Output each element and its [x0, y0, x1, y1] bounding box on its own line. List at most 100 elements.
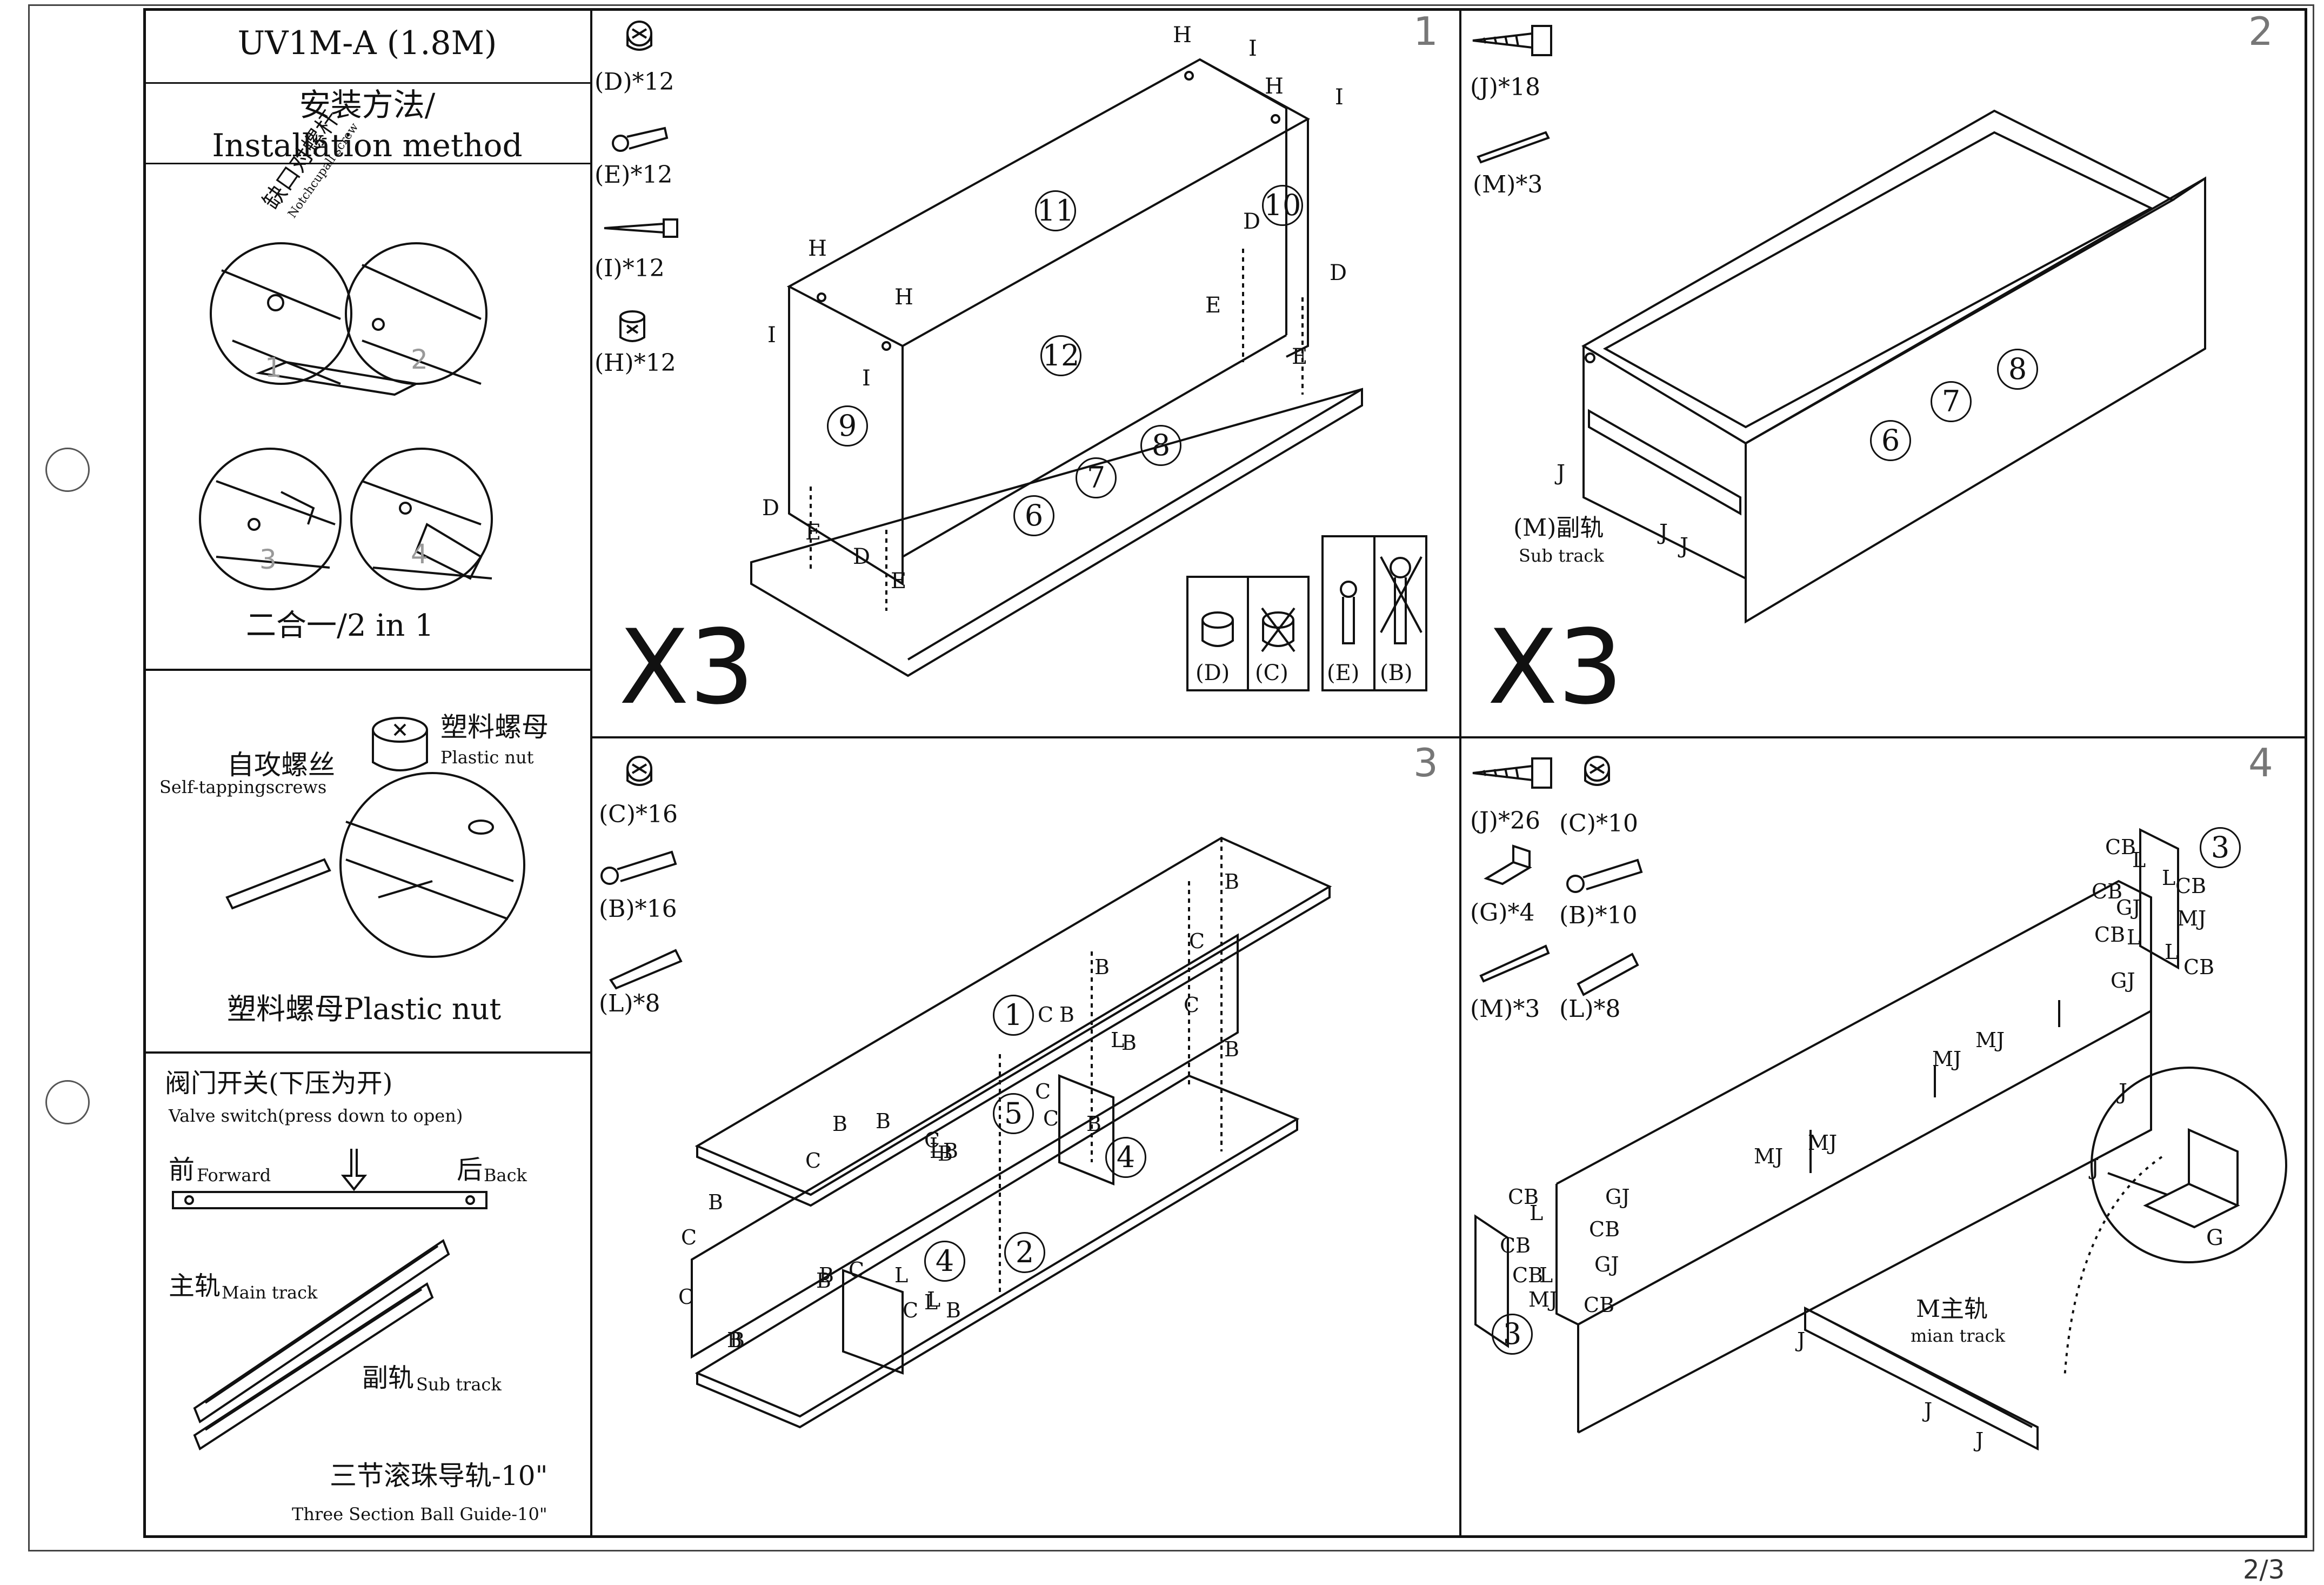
hole-letter: B [1224, 870, 1239, 894]
hole-letter: L [2162, 866, 2176, 890]
hole-letter: B [1121, 1031, 1137, 1055]
panel-number: 11 [1035, 190, 1076, 231]
back-label-en: Back [484, 1165, 527, 1186]
part-count: (C)*10 [1559, 810, 1638, 837]
part-count: (J)*26 [1470, 807, 1540, 835]
hole-letter: H [1173, 23, 1192, 48]
compare-label: (C) [1255, 661, 1288, 685]
hole-letter: E [891, 569, 907, 594]
part-rail-icon [1479, 944, 1550, 983]
nut-label-en: Plastic nut [440, 747, 534, 768]
part-count: (L)*8 [1559, 995, 1621, 1023]
hole-letter: L [1530, 1201, 1544, 1225]
part-cam-lock-icon [626, 756, 652, 786]
sheet-frame [143, 8, 2307, 1538]
hole-letter: D [762, 496, 780, 521]
hole-letter: B [819, 1263, 834, 1287]
hole-letter: B [832, 1112, 847, 1136]
hole-letter: CB [1508, 1185, 1539, 1209]
hole-letter: GJ [1605, 1185, 1630, 1209]
hole-letter: B [730, 1328, 745, 1352]
hole-letter: I [1335, 85, 1344, 110]
hole-letter: B [1086, 1112, 1101, 1136]
hole-letter: MJ [1975, 1028, 2005, 1052]
combo-step-4: 4 [411, 538, 428, 570]
step-number: 1 [1413, 9, 1438, 54]
valve-subtitle: Valve switch(press down to open) [169, 1105, 463, 1126]
part-count: (D)*12 [595, 68, 675, 96]
hole-letter: CB [2094, 923, 2125, 947]
hole-letter: MJ [1932, 1047, 1962, 1071]
hole-letter: J [1975, 1428, 1984, 1452]
hole-letter: H [1265, 74, 1284, 99]
divider [143, 669, 591, 671]
cabinet-assembly-diagram [1474, 828, 2287, 1451]
panel-number: 9 [827, 405, 868, 447]
combo-step-2: 2 [411, 344, 428, 375]
hole-letter: C [1035, 1080, 1051, 1103]
hole-letter: C [678, 1285, 694, 1309]
part-wood-dowel-icon [609, 949, 683, 990]
hole-letter: H [808, 236, 827, 261]
hole-letter: J [1680, 534, 1689, 558]
hole-letter: GJ [2111, 969, 2135, 993]
part-screw-icon [1472, 757, 1552, 789]
hole-letter: D [853, 544, 871, 569]
hole-letter: D [1330, 261, 1347, 285]
hole-letter: J [1659, 520, 1668, 545]
part-screw-icon [1472, 25, 1552, 56]
forward-label-cn: 前 [169, 1155, 195, 1185]
cabinet-exploded-diagram [750, 58, 1363, 677]
sub-track-label-en: Sub track [1519, 545, 1604, 566]
hole-letter: J [1557, 461, 1566, 485]
main-track-label-en: mian track [1911, 1326, 2005, 1346]
guide-label-en: Three Section Ball Guide-10" [292, 1504, 547, 1524]
quantity-multiplier: X3 [1487, 608, 1624, 727]
drawer-diagram [1581, 109, 2206, 624]
compare-cam-icon [1186, 576, 1310, 691]
part-wood-dowel-icon [1577, 953, 1639, 996]
compare-label: (E) [1327, 661, 1360, 685]
hole-letter: B [1224, 1037, 1239, 1061]
hole-letter: CB [1589, 1217, 1620, 1241]
punch-hole [45, 1080, 90, 1124]
hole-letter: B [938, 1142, 953, 1166]
hole-letter: C [1043, 1107, 1059, 1130]
hole-letter: C [849, 1258, 865, 1282]
hole-letter: J [2091, 1155, 2100, 1180]
hole-letter: CB [2175, 874, 2206, 898]
part-nut-icon [619, 310, 645, 342]
hole-letter: H [894, 285, 913, 310]
hole-letter: J [2119, 1080, 2128, 1104]
hole-letter: L [1539, 1263, 1553, 1287]
nut-illustration [225, 717, 525, 958]
nut-caption: 塑料螺母Plastic nut [227, 992, 502, 1026]
part-count: (B)*16 [599, 895, 677, 923]
part-count: (M)*3 [1470, 995, 1540, 1023]
panel-number: 7 [1931, 381, 1972, 422]
hole-letter: C [681, 1226, 697, 1249]
outer-frame [28, 4, 2314, 1551]
hole-letter: B [1094, 955, 1110, 979]
part-cam-lock-icon [1584, 756, 1610, 786]
combo-step-1: 1 [265, 352, 282, 383]
nut-label-cn: 塑料螺母 [440, 711, 549, 743]
panel-number: 3 [1492, 1314, 1533, 1355]
quantity-multiplier: X3 [619, 608, 755, 727]
part-count: (L)*8 [599, 990, 660, 1017]
part-screw-icon [604, 218, 678, 238]
forward-label-en: Forward [197, 1165, 271, 1186]
divider [590, 736, 2307, 738]
panel-number: 7 [1076, 457, 1117, 498]
divider [143, 1051, 591, 1054]
hole-letter: L [2127, 925, 2141, 949]
panel-number: 1 [993, 995, 1034, 1036]
hole-letter: CB [1512, 1263, 1543, 1287]
panel-number: 6 [1013, 495, 1054, 536]
hole-letter: E [805, 520, 822, 545]
hole-letter: E [1205, 293, 1221, 318]
hole-letter: B [1059, 1003, 1074, 1027]
part-count: (G)*4 [1470, 899, 1535, 927]
part-dowel-bolt-icon [612, 126, 669, 152]
hole-letter: MJ [1808, 1131, 1838, 1155]
